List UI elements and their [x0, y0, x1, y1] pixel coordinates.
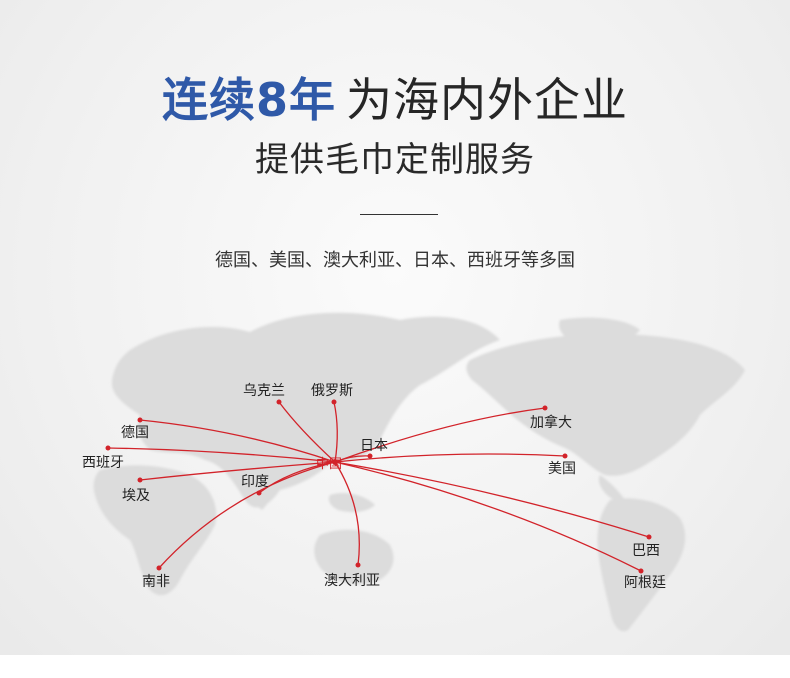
routes — [107, 401, 650, 572]
route-ukraine — [278, 401, 336, 463]
endpoint-argentina — [638, 568, 644, 574]
world-map: 中国 乌克兰 俄罗斯 日本 加拿大 美国 巴西 阿根廷 澳大利亚 南非 印度 埃… — [0, 290, 790, 660]
map-label-germany: 德国 — [121, 425, 149, 441]
landmass-south-america — [597, 498, 686, 632]
map-label-brazil: 巴西 — [632, 543, 660, 559]
landmass-north-america — [466, 333, 745, 476]
map-label-japan: 日本 — [360, 438, 388, 454]
endpoint-origin — [332, 459, 338, 465]
landmass-central-america — [598, 475, 625, 502]
landmass-se-asia — [328, 493, 375, 513]
route-india — [258, 461, 336, 494]
bottom-band — [0, 655, 790, 678]
landmass-australia — [314, 529, 394, 585]
map-label-south-africa: 南非 — [142, 574, 170, 590]
route-australia — [334, 461, 360, 566]
route-south-africa — [158, 461, 336, 569]
route-russia — [333, 401, 338, 463]
land-masses — [93, 312, 745, 632]
route-usa — [334, 453, 566, 463]
map-label-canada: 加拿大 — [530, 415, 572, 431]
divider — [360, 214, 438, 215]
headline-accent: 连续8年 — [161, 73, 336, 127]
countries-list: 德国、美国、澳大利亚、日本、西班牙等多国 — [215, 250, 575, 271]
endpoint-japan — [367, 453, 373, 459]
endpoint-germany — [137, 417, 143, 423]
endpoint-canada — [542, 405, 548, 411]
route-canada — [334, 407, 546, 463]
route-germany — [139, 419, 336, 463]
endpoint-south-africa — [156, 565, 162, 571]
landmass-eurasia — [111, 312, 500, 508]
map-label-origin: 中国 — [316, 457, 343, 472]
endpoint-brazil — [646, 534, 652, 540]
map-label-spain: 西班牙 — [82, 455, 124, 471]
endpoint-india — [256, 490, 262, 496]
map-label-argentina: 阿根廷 — [624, 575, 666, 591]
map-label-usa: 美国 — [548, 461, 576, 477]
route-spain — [107, 447, 336, 463]
map-label-australia: 澳大利亚 — [324, 573, 380, 589]
endpoint-spain — [105, 445, 111, 451]
landmass-africa — [93, 465, 217, 596]
headline-rest: 为海内外企业 — [346, 73, 628, 127]
map-label-india: 印度 — [241, 474, 269, 490]
endpoint-australia — [355, 562, 361, 568]
world-map-graphic — [93, 312, 745, 632]
map-label-egypt: 埃及 — [122, 488, 150, 504]
route-argentina — [334, 461, 642, 572]
map-label-ukraine: 乌克兰 — [243, 383, 285, 399]
subheadline: 提供毛巾定制服务 — [255, 140, 535, 180]
endpoint-egypt — [137, 477, 143, 483]
route-endpoints — [105, 399, 652, 574]
route-egypt — [139, 461, 336, 481]
headline: 连续8年为海内外企业 — [0, 70, 790, 130]
endpoint-ukraine — [276, 399, 282, 405]
landmass-greenland — [559, 317, 640, 346]
map-label-russia: 俄罗斯 — [311, 383, 353, 399]
endpoint-usa — [562, 453, 568, 459]
endpoint-russia — [331, 399, 337, 405]
route-brazil — [334, 461, 650, 538]
